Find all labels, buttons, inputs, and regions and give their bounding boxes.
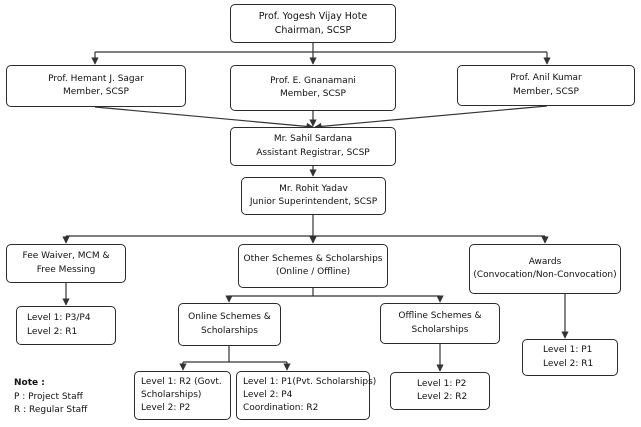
- member-box-sagar: Prof. Hemant J. Sagar Member, SCSP: [6, 65, 186, 107]
- offline-schemes-box: Offline Schemes & Scholarships: [380, 303, 500, 344]
- other-schemes-line1: Other Schemes & Scholarships: [243, 253, 383, 264]
- js-name: Mr. Rohit Yadav: [279, 183, 348, 194]
- fee-waiver-line2: Free Messing: [36, 264, 96, 275]
- online-schemes-line1: Online Schemes &: [188, 312, 271, 323]
- js-role: Junior Superintendent, SCSP: [249, 197, 378, 207]
- member-box-gnanamani: Prof. E. Gnanamani Member, SCSP: [230, 65, 396, 111]
- assistant-registrar-box: Mr. Sahil Sardana Assistant Registrar, S…: [230, 127, 396, 166]
- awards-staff-box: Level 1: P1 Level 2: R1: [522, 339, 618, 376]
- staff-level2: Level 2: R1: [27, 326, 78, 337]
- fee-waiver-line1: Fee Waiver, MCM &: [22, 251, 110, 262]
- staff-level1: Level 1: R2 (Govt.: [141, 376, 222, 387]
- ar-name: Mr. Sahil Sardana: [273, 134, 353, 145]
- offline-schemes-line2: Scholarships: [411, 324, 469, 335]
- awards-line2: (Convocation/Non-Convocation): [473, 270, 617, 280]
- pvt-scholarship-staff-box: Level 1: P1(Pvt. Scholarships) Level 2: …: [236, 371, 376, 420]
- member-box-kumar: Prof. Anil Kumar Member, SCSP: [457, 65, 635, 106]
- junior-superintendent-box: Mr. Rohit Yadav Junior Superintendent, S…: [241, 177, 386, 215]
- staff-level2: Level 2: P4: [243, 389, 293, 400]
- member-name: Prof. Anil Kumar: [510, 73, 582, 84]
- note-title: Note :: [14, 378, 45, 388]
- offline-staff-box: Level 1: P2 Level 2: R2: [390, 372, 490, 410]
- staff-level1: Level 1: P3/P4: [27, 313, 91, 324]
- awards-line1: Awards: [528, 256, 562, 267]
- staff-level2: Level 2: R1: [543, 358, 594, 369]
- fee-waiver-box: Fee Waiver, MCM & Free Messing: [6, 244, 126, 283]
- offline-schemes-line1: Offline Schemes &: [398, 311, 482, 322]
- fee-waiver-staff-box: Level 1: P3/P4 Level 2: R1: [16, 306, 116, 345]
- staff-level2: Level 2: P2: [141, 403, 191, 414]
- member-role: Member, SCSP: [513, 86, 579, 97]
- online-schemes-line2: Scholarships: [201, 325, 258, 336]
- chairman-role: Chairman, SCSP: [274, 24, 352, 36]
- other-schemes-box: Other Schemes & Scholarships (Online / O…: [238, 244, 388, 288]
- member-name: Prof. Hemant J. Sagar: [48, 73, 144, 84]
- staff-level1: Level 1: P1: [543, 345, 593, 356]
- online-schemes-box: Online Schemes & Scholarships: [178, 303, 281, 346]
- chairman-box: Prof. Yogesh Vijay Hote Chairman, SCSP: [230, 4, 396, 43]
- chairman-name: Prof. Yogesh Vijay Hote: [258, 10, 368, 22]
- member-role: Member, SCSP: [280, 89, 346, 99]
- member-role: Member, SCSP: [63, 87, 129, 97]
- staff-level2: Level 2: R2: [417, 392, 468, 402]
- govt-scholarship-staff-box: Level 1: R2 (Govt. Scholarships) Level 2…: [134, 371, 231, 420]
- note-item-project: P : Project Staff: [14, 391, 83, 402]
- ar-role: Assistant Registrar, SCSP: [256, 147, 370, 158]
- staff-level1-cont: Scholarships): [141, 389, 202, 400]
- staff-level1: Level 1: P1(Pvt. Scholarships): [243, 376, 377, 387]
- other-schemes-line2: (Online / Offline): [275, 267, 351, 277]
- legend-note: Note : P : Project Staff R : Regular Sta…: [14, 377, 87, 418]
- staff-level1: Level 1: P2: [417, 378, 467, 389]
- note-item-regular: R : Regular Staff: [14, 405, 88, 415]
- member-name: Prof. E. Gnanamani: [270, 75, 356, 86]
- awards-box: Awards (Convocation/Non-Convocation): [469, 244, 621, 294]
- staff-coordination: Coordination: R2: [243, 403, 319, 414]
